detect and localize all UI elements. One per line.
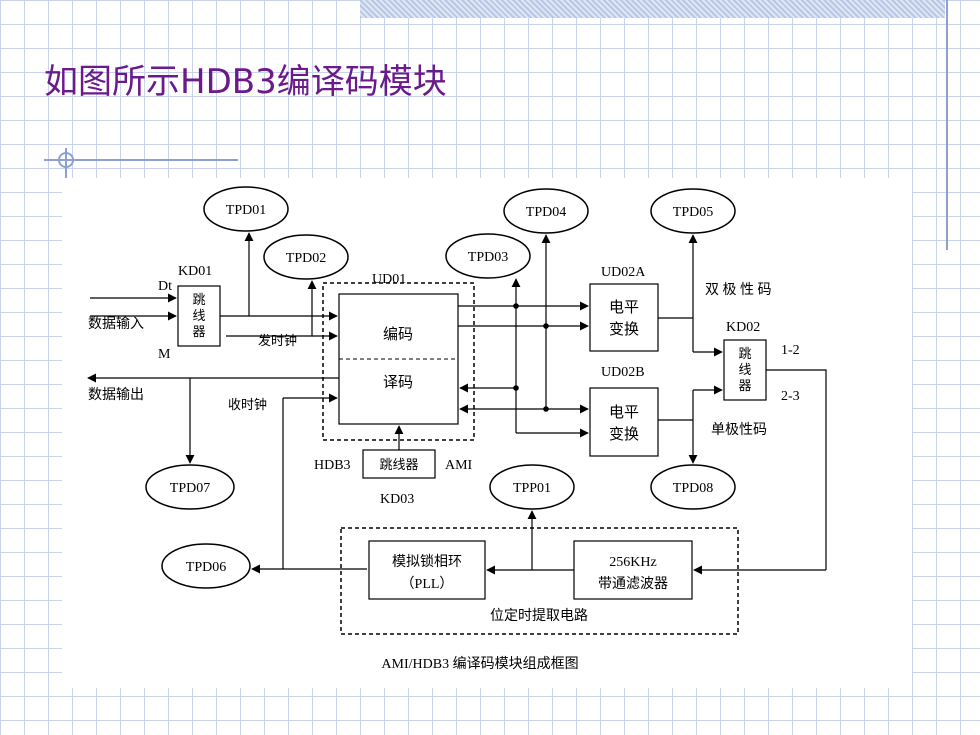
svg-text:带通滤波器: 带通滤波器 <box>598 576 668 592</box>
signal-wires <box>87 232 827 575</box>
svg-text:变换: 变换 <box>609 321 639 338</box>
kd02-jumper: 跳 线 器 <box>723 339 767 401</box>
svg-text:变换: 变换 <box>609 426 639 443</box>
svg-text:模拟锁相环: 模拟锁相环 <box>392 554 462 570</box>
level-shifter-a: 电平 变换 <box>589 283 659 352</box>
svg-text:电平: 电平 <box>609 299 639 316</box>
tpp01-node: TPP01 <box>489 464 575 510</box>
kd02-pos-23: 2-3 <box>781 389 800 404</box>
kd03-jumper-label: 跳线器 <box>379 457 418 472</box>
timing-recovery-label: 位定时提取电路 <box>490 608 588 624</box>
kd03-label: KD03 <box>380 492 414 507</box>
bandpass-filter-block: 256KHz 带通滤波器 <box>573 540 693 600</box>
encode-label: 编码 <box>383 326 413 343</box>
tpd05-node: TPD05 <box>650 188 736 234</box>
tx-clock-label: 发时钟 <box>258 333 297 348</box>
kd02-label: KD02 <box>726 320 760 335</box>
kd03-jumper <box>362 449 436 479</box>
slide-title: 如图所示HDB3编译码模块 <box>44 62 447 102</box>
diagram-caption: AMI/HDB3 编译码模块组成框图 <box>381 656 578 672</box>
svg-text:TPD08: TPD08 <box>673 481 713 496</box>
svg-text:TPD07: TPD07 <box>170 481 210 496</box>
tpd04-node: TPD04 <box>503 188 589 234</box>
level-shifter-b: 电平 变换 <box>589 387 659 457</box>
rx-clock-label: 收时钟 <box>228 397 267 412</box>
codec-block: 编码 译码 <box>338 293 459 425</box>
svg-text:TPD02: TPD02 <box>286 251 326 266</box>
svg-text:TPP01: TPP01 <box>513 481 551 496</box>
timing-recovery-boundary <box>340 527 739 635</box>
svg-text:电平: 电平 <box>609 404 639 421</box>
svg-text:TPD01: TPD01 <box>226 203 266 218</box>
unipolar-label: 单极性码 <box>711 422 767 438</box>
ud02b-label: UD02B <box>601 365 645 380</box>
ud01-label: UD01 <box>372 272 406 287</box>
kd02-pos-12: 1-2 <box>781 343 800 358</box>
svg-text:器: 器 <box>738 378 751 393</box>
svg-text:线: 线 <box>192 308 205 323</box>
hdb3-label: HDB3 <box>314 458 351 473</box>
dt-label: Dt <box>158 279 172 294</box>
svg-text:256KHz: 256KHz <box>609 555 656 570</box>
svg-text:跳: 跳 <box>192 292 205 307</box>
tpd08-node: TPD08 <box>650 464 736 510</box>
slide-right-rule <box>946 0 948 250</box>
m-label: M <box>158 347 171 362</box>
data-input-label: 数据输入 <box>88 316 144 332</box>
header-band <box>360 0 945 18</box>
kd01-jumper: 跳 线 器 <box>177 285 221 347</box>
svg-text:（PLL）: （PLL） <box>401 576 454 592</box>
svg-text:TPD03: TPD03 <box>468 250 508 265</box>
data-output-label: 数据输出 <box>88 387 144 403</box>
pll-block: 模拟锁相环 （PLL） <box>368 540 486 600</box>
ud02a-label: UD02A <box>601 265 646 280</box>
svg-text:TPD05: TPD05 <box>673 205 713 220</box>
svg-text:TPD04: TPD04 <box>526 205 566 220</box>
tpd07-node: TPD07 <box>145 464 235 510</box>
tpd02-node: TPD02 <box>263 234 349 280</box>
svg-text:线: 线 <box>738 362 751 377</box>
tpd03-node: TPD03 <box>445 233 531 279</box>
tpd06-node: TPD06 <box>161 543 251 589</box>
svg-text:跳: 跳 <box>738 346 751 361</box>
ami-label: AMI <box>445 458 473 473</box>
bipolar-label: 双 极 性 码 <box>705 282 772 298</box>
tpd01-node: TPD01 <box>203 186 289 232</box>
decode-label: 译码 <box>383 374 413 391</box>
kd01-label: KD01 <box>178 264 212 279</box>
junction-dots <box>513 303 549 412</box>
svg-text:器: 器 <box>192 324 205 339</box>
svg-text:TPD06: TPD06 <box>186 560 226 575</box>
